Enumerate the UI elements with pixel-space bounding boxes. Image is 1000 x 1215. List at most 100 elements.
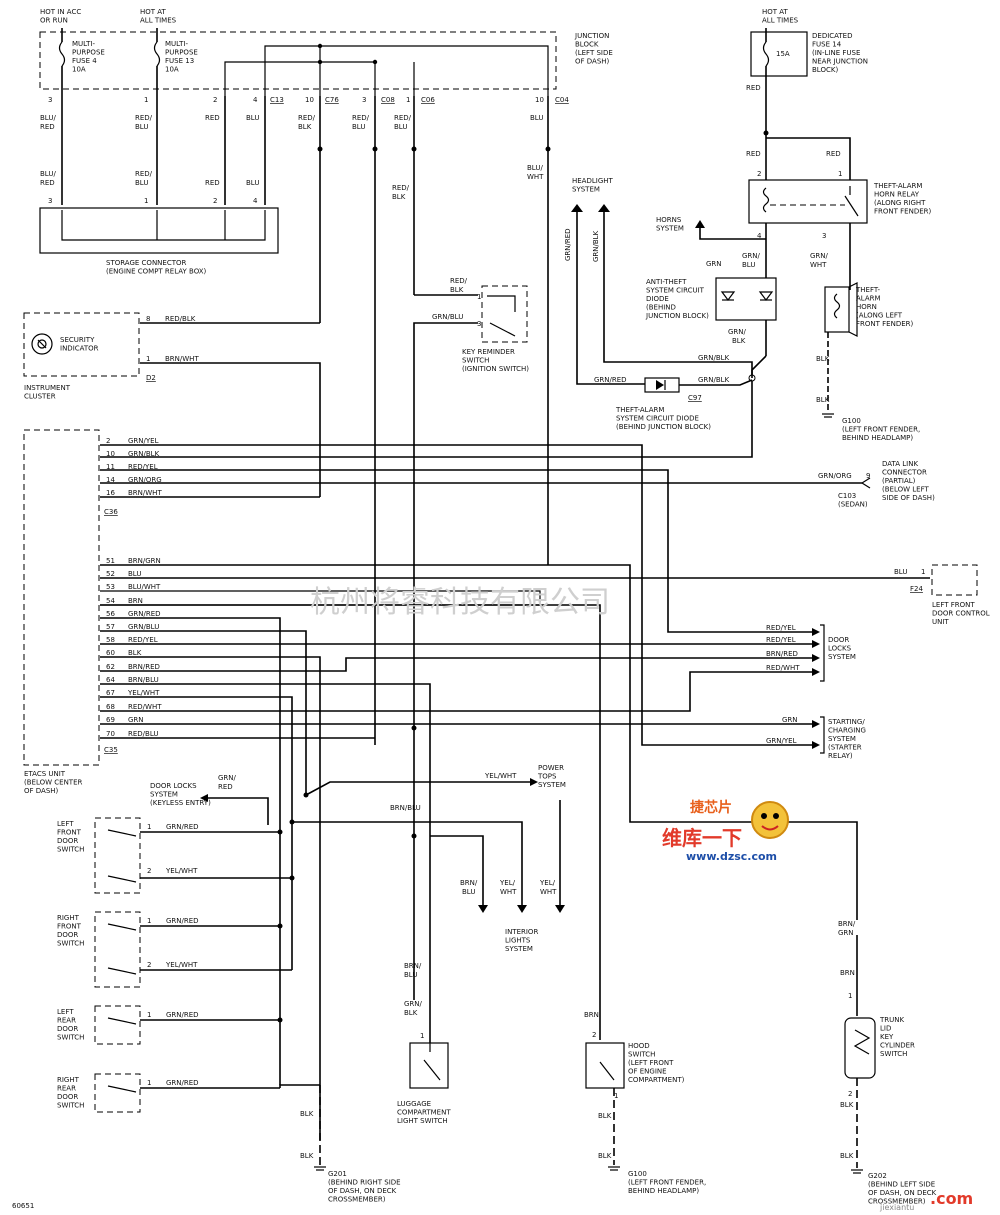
svg-text:GRN/BLK: GRN/BLK — [698, 354, 730, 362]
svg-text:3: 3 — [822, 232, 826, 240]
svg-text:BLU: BLU — [352, 123, 365, 131]
svg-text:BLU: BLU — [394, 123, 407, 131]
etacs-pin-number: 2 — [106, 437, 110, 445]
etacs-pin-color: BRN/WHT — [128, 489, 162, 497]
fuse14-box — [750, 31, 808, 77]
svg-text:BLK: BLK — [300, 1152, 314, 1160]
door-locks-arrows — [812, 624, 825, 682]
svg-text:BLK: BLK — [840, 1101, 854, 1109]
theft-alarm-horn-icon — [824, 286, 850, 333]
svg-text:YEL/WHT: YEL/WHT — [165, 961, 198, 969]
svg-text:WHT: WHT — [540, 888, 557, 896]
svg-text:BLK: BLK — [298, 123, 312, 131]
svg-text:BLK: BLK — [840, 1152, 854, 1160]
etacs-pin-number: 67 — [106, 689, 115, 697]
svg-text:RED: RED — [205, 114, 220, 122]
svg-text:YEL/: YEL/ — [499, 879, 516, 887]
svg-text:RED: RED — [40, 179, 55, 187]
svg-text:GRN/: GRN/ — [728, 328, 747, 336]
svg-text:BLU/: BLU/ — [40, 170, 56, 178]
svg-text:RED/: RED/ — [298, 114, 316, 122]
svg-text:BLU: BLU — [894, 568, 907, 576]
svg-text:10: 10 — [305, 96, 314, 104]
etacs-unit-outline — [23, 429, 100, 766]
svg-text:8: 8 — [146, 315, 150, 323]
hood-switch-icon — [585, 1042, 625, 1089]
svg-text:GRN/BLU: GRN/BLU — [432, 313, 463, 321]
svg-text:1: 1 — [614, 1092, 618, 1100]
etacs-pin-color: RED/YEL — [128, 636, 158, 644]
etacs-pin-color: BRN/GRN — [128, 557, 161, 565]
corner-logo: .com — [930, 1189, 973, 1208]
svg-text:YEL/WHT: YEL/WHT — [484, 772, 517, 780]
svg-text:BLK: BLK — [404, 1009, 418, 1017]
svg-text:2: 2 — [213, 96, 217, 104]
anti-theft-diode-box — [715, 277, 777, 321]
theft-alarm-relay — [748, 179, 868, 224]
svg-text:GRN/: GRN/ — [218, 774, 237, 782]
etacs-pin-number: 60 — [106, 649, 115, 657]
svg-text:1: 1 — [144, 197, 148, 205]
diagram-id: 60651 — [12, 1202, 34, 1210]
svg-text:C97: C97 — [688, 394, 702, 402]
svg-text:BLU: BLU — [404, 971, 417, 979]
svg-text:3: 3 — [48, 96, 52, 104]
etacs-pin-color: GRN/BLK — [128, 450, 160, 458]
fuse4-icon — [58, 28, 66, 96]
svg-text:C35: C35 — [104, 746, 118, 754]
etacs-pin-color: BLU — [128, 570, 141, 578]
etacs-pin-color: GRN/YEL — [128, 437, 159, 445]
rr-door-switch — [94, 1073, 141, 1113]
svg-text:BRN/: BRN/ — [460, 879, 478, 887]
svg-text:GRN: GRN — [782, 716, 798, 724]
svg-text:1: 1 — [147, 1011, 151, 1019]
svg-text:9: 9 — [866, 472, 870, 480]
svg-text:1: 1 — [144, 96, 148, 104]
etacs-pin-color: BRN/RED — [128, 663, 160, 671]
svg-text:RED/WHT: RED/WHT — [766, 664, 800, 672]
svg-text:BRN: BRN — [584, 1011, 599, 1019]
instrument-cluster-outline — [23, 312, 140, 377]
etacs-pin-color: BLU/WHT — [128, 583, 161, 591]
etacs-pin-number: 54 — [106, 597, 115, 605]
etacs-pin-color: YEL/WHT — [127, 689, 160, 697]
svg-text:维库一下: 维库一下 — [662, 826, 742, 850]
svg-text:BRN/BLU: BRN/BLU — [390, 804, 421, 812]
etacs-pin-number: 57 — [106, 623, 115, 631]
svg-text:C36: C36 — [104, 508, 118, 516]
storage-connector-label: STORAGE CONNECTOR(ENGINE COMPT RELAY BOX… — [106, 259, 207, 276]
svg-text:BLU: BLU — [246, 179, 259, 187]
svg-text:1: 1 — [921, 568, 925, 576]
etacs-pin-color: BRN — [128, 597, 143, 605]
svg-text:GRN/RED: GRN/RED — [166, 823, 199, 831]
etacs-pin-number: 64 — [106, 676, 115, 684]
left-front-door-control — [931, 564, 978, 596]
svg-text:BLU: BLU — [530, 114, 543, 122]
g100-top-label: G100(LEFT FRONT FENDER,BEHIND HEADLAMP) — [842, 417, 920, 442]
svg-text:4: 4 — [253, 96, 258, 104]
etacs-pin-color: GRN/ORG — [128, 476, 162, 484]
g100-bottom-label: G100(LEFT FRONT FENDER,BEHIND HEADLAMP) — [628, 1170, 706, 1195]
junction-block-outline — [39, 31, 557, 90]
svg-text:1: 1 — [420, 1032, 424, 1040]
svg-text:1: 1 — [146, 355, 150, 363]
svg-text:RED: RED — [826, 150, 841, 158]
svg-text:RED: RED — [218, 783, 233, 791]
svg-text:BLK: BLK — [300, 1110, 314, 1118]
svg-text:C04: C04 — [555, 96, 569, 104]
